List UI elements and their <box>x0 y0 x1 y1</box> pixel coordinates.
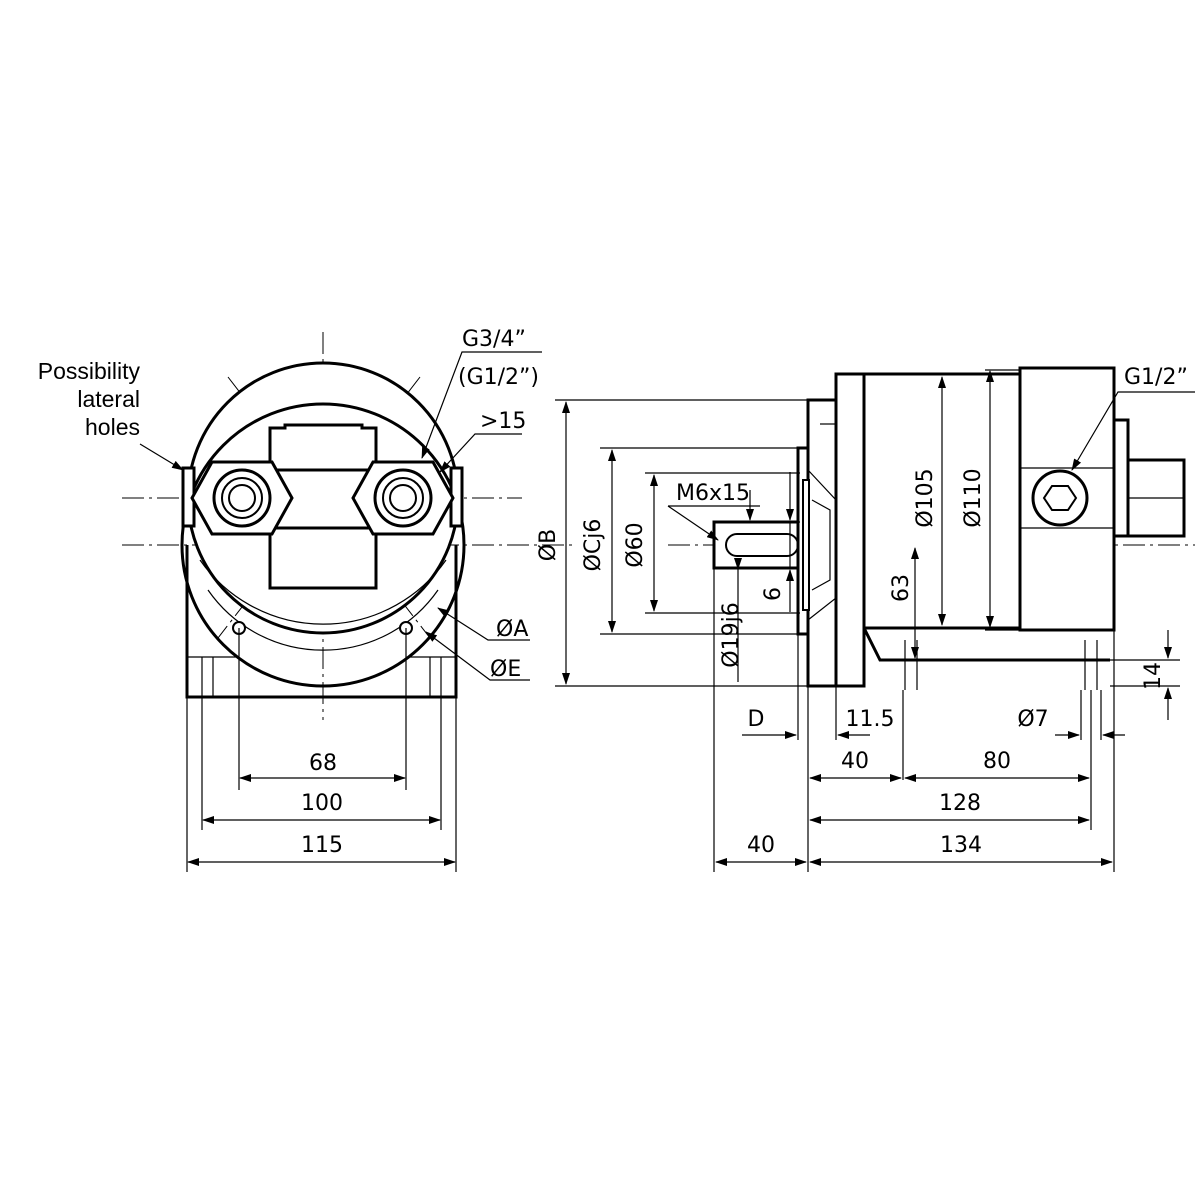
side-view: ØB ØCj6 Ø60 M6x15 Ø19j6 6 63 Ø105 Ø110 G… <box>536 365 1195 872</box>
leader-port-depth <box>439 433 522 473</box>
leader-lateral-holes <box>139 443 184 471</box>
label-dim-11-5: 11.5 <box>846 707 895 732</box>
label-port-g12: G1/2” <box>1124 365 1188 390</box>
label-dim-6: 6 <box>761 587 786 601</box>
label-dim-115: 115 <box>301 833 343 858</box>
leader-dia-a <box>437 607 530 641</box>
label-dia-19: Ø19j6 <box>719 602 744 667</box>
mounting-base <box>185 545 458 699</box>
label-dim-40a: 40 <box>841 749 869 774</box>
cover-bottom <box>268 526 378 590</box>
label-dia-a: ØA <box>496 617 528 642</box>
label-lateral-3: holes <box>85 414 140 440</box>
label-dim-128: 128 <box>939 791 981 816</box>
label-dim-63: 63 <box>889 574 914 602</box>
label-dim-68: 68 <box>309 751 337 776</box>
label-dim-80: 80 <box>983 749 1011 774</box>
label-dia-c: ØCj6 <box>581 519 606 572</box>
leader-thread-m6 <box>667 505 719 541</box>
leader-dia-e <box>425 631 530 681</box>
label-lateral-1: Possibility <box>38 358 141 384</box>
label-lateral-2: lateral <box>77 386 140 412</box>
label-dia-e: ØE <box>490 657 521 682</box>
flange-outline <box>180 402 466 688</box>
label-port-min: >15 <box>480 409 526 434</box>
label-port-thread-alt: (G1/2”) <box>458 365 539 390</box>
label-dia-60: Ø60 <box>623 522 648 567</box>
leader-port-g12 <box>1071 391 1195 471</box>
port-right-icon <box>382 477 424 519</box>
port-hex-left <box>190 460 294 536</box>
flange-plate <box>806 398 838 688</box>
label-dim-134: 134 <box>940 833 982 858</box>
label-dim-d: D <box>748 707 765 732</box>
front-view: Possibility lateral holes G3/4” (G1/2”) … <box>38 327 572 872</box>
label-dia-110: Ø110 <box>961 468 986 527</box>
port-hex-right <box>351 460 455 536</box>
bolt-circle <box>207 589 439 651</box>
label-dim-14: 14 <box>1141 662 1166 690</box>
label-dia-b: ØB <box>536 529 561 561</box>
plug-socket-icon <box>1031 469 1089 527</box>
leader-port-thread <box>421 351 542 459</box>
port-left-icon <box>221 477 263 519</box>
shaft-key <box>725 533 799 557</box>
label-dia-105: Ø105 <box>913 468 938 527</box>
label-dim-40b: 40 <box>747 833 775 858</box>
label-port-thread: G3/4” <box>462 327 526 352</box>
cover-top <box>268 423 378 472</box>
label-thread-m6: M6x15 <box>676 481 750 506</box>
flange-hub <box>834 372 866 688</box>
label-dia-7: Ø7 <box>1017 707 1048 732</box>
label-dim-100: 100 <box>301 791 343 816</box>
hex-socket-icon <box>1042 485 1078 511</box>
